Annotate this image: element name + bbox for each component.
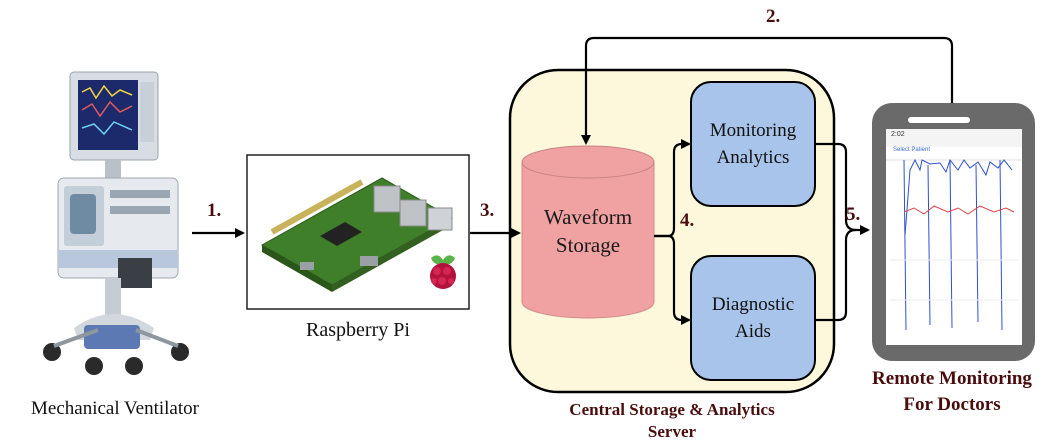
phone-label-line1: Remote Monitoring [872,368,1032,389]
diagram-arrows [192,36,954,325]
arrow-2 [581,36,954,145]
phone-screen-time: 2:02 [891,131,905,138]
phone-screen-header: Select Patient [893,147,931,153]
server-label-line2: Server [647,422,697,441]
diagnostic-aids-label: Diagnostic Aids [691,291,815,345]
monitoring-analytics-line2: Analytics [716,147,790,168]
monitoring-analytics-line1: Monitoring [709,120,797,141]
waveform-storage-label: Waveform Storage [522,203,654,259]
server-label-line1: Central Storage & Analytics [569,400,775,419]
raspberry-pi-board-image [260,177,454,292]
step-1-label: 1. [207,200,222,221]
phone-label: Remote Monitoring For Doctors [848,366,1056,418]
server-label: Central Storage & Analytics Server [512,399,832,443]
ventilator-image [43,71,189,375]
step-3-label: 3. [480,200,495,221]
arrow-5-bottom [815,228,857,322]
ventilator-label: Mechanical Ventilator [31,398,199,419]
smartphone-image [872,103,1035,361]
monitoring-analytics-label: Monitoring Analytics [691,117,815,171]
step-2-label: 2. [766,6,781,27]
phone-label-line2: For Doctors [903,394,1001,415]
raspberry-logo-icon [430,255,456,289]
waveform-storage-line1: Waveform [543,205,633,229]
diagnostic-aids-box [690,255,816,381]
diagnostic-aids-line2: Aids [735,321,771,342]
diagnostic-aids-line1: Diagnostic [711,294,795,315]
raspberry-pi-label: Raspberry Pi [306,319,410,341]
waveform-storage-line2: Storage [555,233,621,257]
waveform-storage-cylinder [521,145,655,319]
arrow-4-down [654,234,691,325]
step-5-label: 5. [846,204,861,225]
step-4-label: 4. [680,210,695,231]
